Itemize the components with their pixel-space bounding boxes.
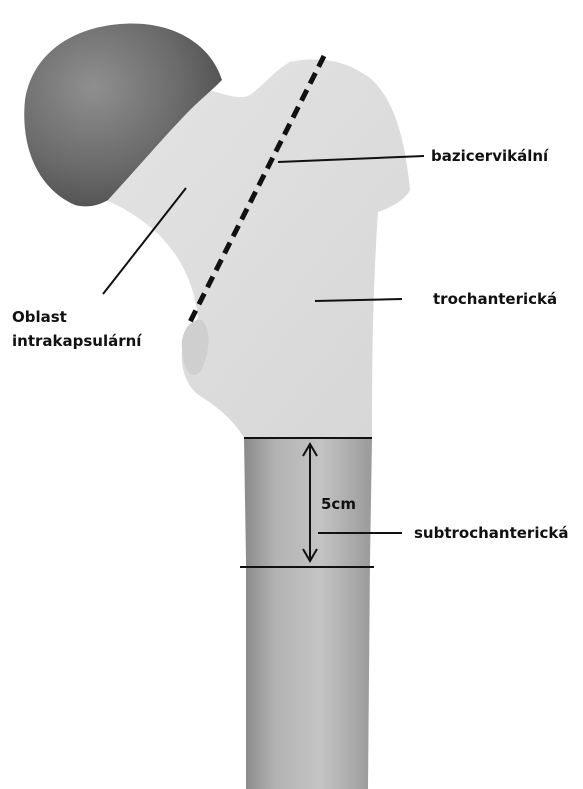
label-intracapsular-line1: Oblast — [12, 305, 141, 329]
label-intracapsular-line2: intrakapsulární — [12, 329, 141, 353]
label-subtrochanteric: subtrochanterická — [414, 521, 568, 545]
femoral-shaft — [244, 438, 372, 789]
label-trochanteric: trochanterická — [433, 287, 557, 311]
label-intracapsular: Oblast intrakapsulární — [12, 305, 141, 353]
label-basicervical: bazicervikální — [431, 144, 548, 168]
measurement-label: 5cm — [321, 495, 356, 513]
